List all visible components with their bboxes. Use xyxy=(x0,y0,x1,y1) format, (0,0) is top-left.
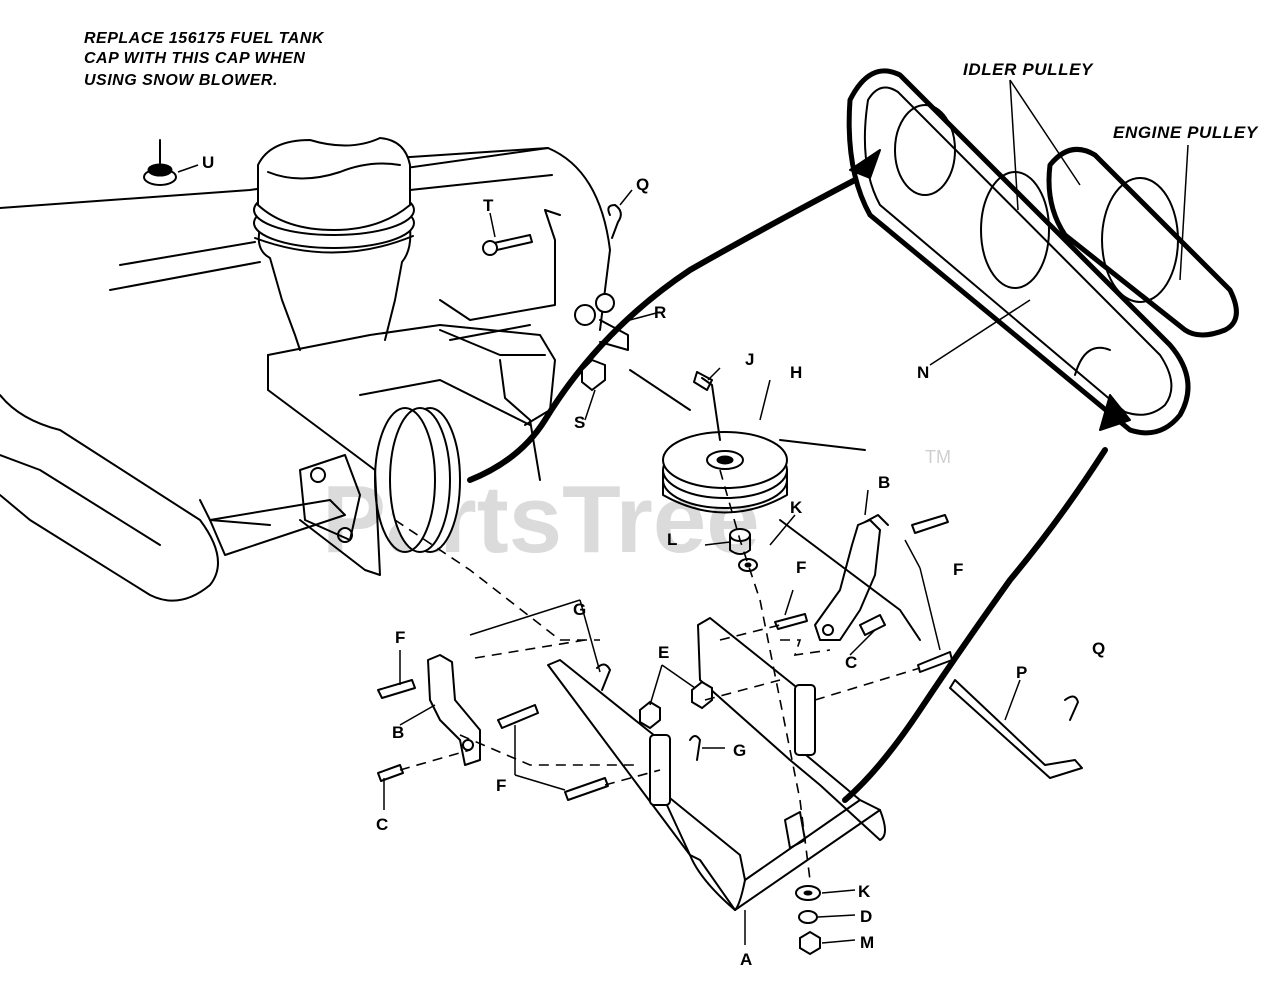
label-q-top: Q xyxy=(636,175,649,194)
label-u: U xyxy=(202,153,214,172)
label-q-right: Q xyxy=(1092,639,1105,658)
label-e: E xyxy=(658,643,669,662)
label-f-right: F xyxy=(953,560,963,579)
label-r: R xyxy=(654,303,666,322)
frame-a xyxy=(547,617,886,911)
engine-pulley-callout: ENGINE PULLEY xyxy=(1113,123,1259,142)
label-c-left: C xyxy=(376,815,388,834)
note-line-3: USING SNOW BLOWER. xyxy=(84,72,278,89)
small-parts-bottom xyxy=(795,885,821,956)
label-p: P xyxy=(1016,663,1027,682)
note-line-2: CAP WITH THIS CAP WHEN xyxy=(84,50,305,67)
label-l: L xyxy=(667,530,677,549)
fuel-cap-note: REPLACE 156175 FUEL TANK CAP WITH THIS C… xyxy=(84,30,325,89)
idler-pulley-callout: IDLER PULLEY xyxy=(963,60,1094,79)
rod-p xyxy=(949,679,1083,779)
label-b-left: B xyxy=(392,723,404,742)
label-g-top: G xyxy=(573,600,586,619)
small-parts-middle xyxy=(729,514,953,673)
label-t: T xyxy=(483,196,494,215)
note-line-1: REPLACE 156175 FUEL TANK xyxy=(84,30,325,47)
trademark-mark: TM xyxy=(925,447,951,467)
label-m: M xyxy=(860,933,874,952)
leader-lines xyxy=(177,79,1189,945)
label-c-right: C xyxy=(845,653,857,672)
small-parts-top xyxy=(143,139,691,411)
bracket-b-left xyxy=(377,654,713,801)
label-k-mid: K xyxy=(790,498,803,517)
label-n: N xyxy=(917,363,929,382)
label-f-lower: F xyxy=(496,776,506,795)
part-labels: U Q T R S J H N B K L F F C Q P F G E B … xyxy=(202,153,1105,969)
label-g-right: G xyxy=(733,741,746,760)
label-f-left: F xyxy=(395,628,405,647)
label-j: J xyxy=(745,350,754,369)
label-s: S xyxy=(574,413,585,432)
idler-pulley-h xyxy=(662,431,866,514)
assembly-lines xyxy=(394,469,921,881)
fuel-cap-assembly xyxy=(253,136,415,351)
label-h: H xyxy=(790,363,802,382)
label-f-mid: F xyxy=(796,558,806,577)
label-d: D xyxy=(860,907,872,926)
label-k-bottom: K xyxy=(858,882,871,901)
belt-n-loop xyxy=(846,68,1239,436)
bracket-b-right xyxy=(779,514,921,641)
drive-shaft-pulley xyxy=(209,407,461,556)
drive-belt xyxy=(467,149,1131,803)
bolt-j xyxy=(693,371,721,441)
label-b-right: B xyxy=(878,473,890,492)
label-a: A xyxy=(740,950,752,969)
